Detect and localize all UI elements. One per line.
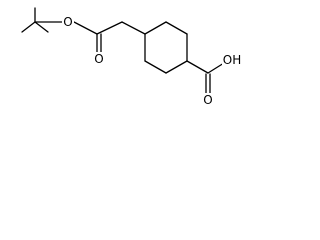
atom-ester-oxygen: O: [63, 15, 72, 29]
ring-bond-5: [144, 60, 167, 74]
bond-tbu-methyl-right: [34, 21, 49, 33]
structure-diagram: O O OH O: [0, 0, 269, 121]
atom-acid-hydroxyl: OH: [223, 53, 241, 67]
ring-bond-4: [165, 60, 188, 74]
ring-bond-1: [144, 21, 167, 35]
ring-bond-2: [165, 21, 188, 35]
bond-o-carbonyl-c: [73, 21, 98, 35]
bond-ch2-ring: [121, 21, 146, 35]
bond-tbu-methyl-left: [21, 21, 36, 33]
atom-carbonyl-oxygen: O: [94, 52, 103, 66]
atom-acid-carbonyl-oxygen: O: [203, 93, 212, 107]
molecule-drawing: O O OH O: [21, 7, 242, 107]
bond-ring-cooh: [186, 60, 209, 74]
bond-carbonyl-ch2: [96, 21, 123, 35]
bond-c-oh: [207, 62, 225, 74]
